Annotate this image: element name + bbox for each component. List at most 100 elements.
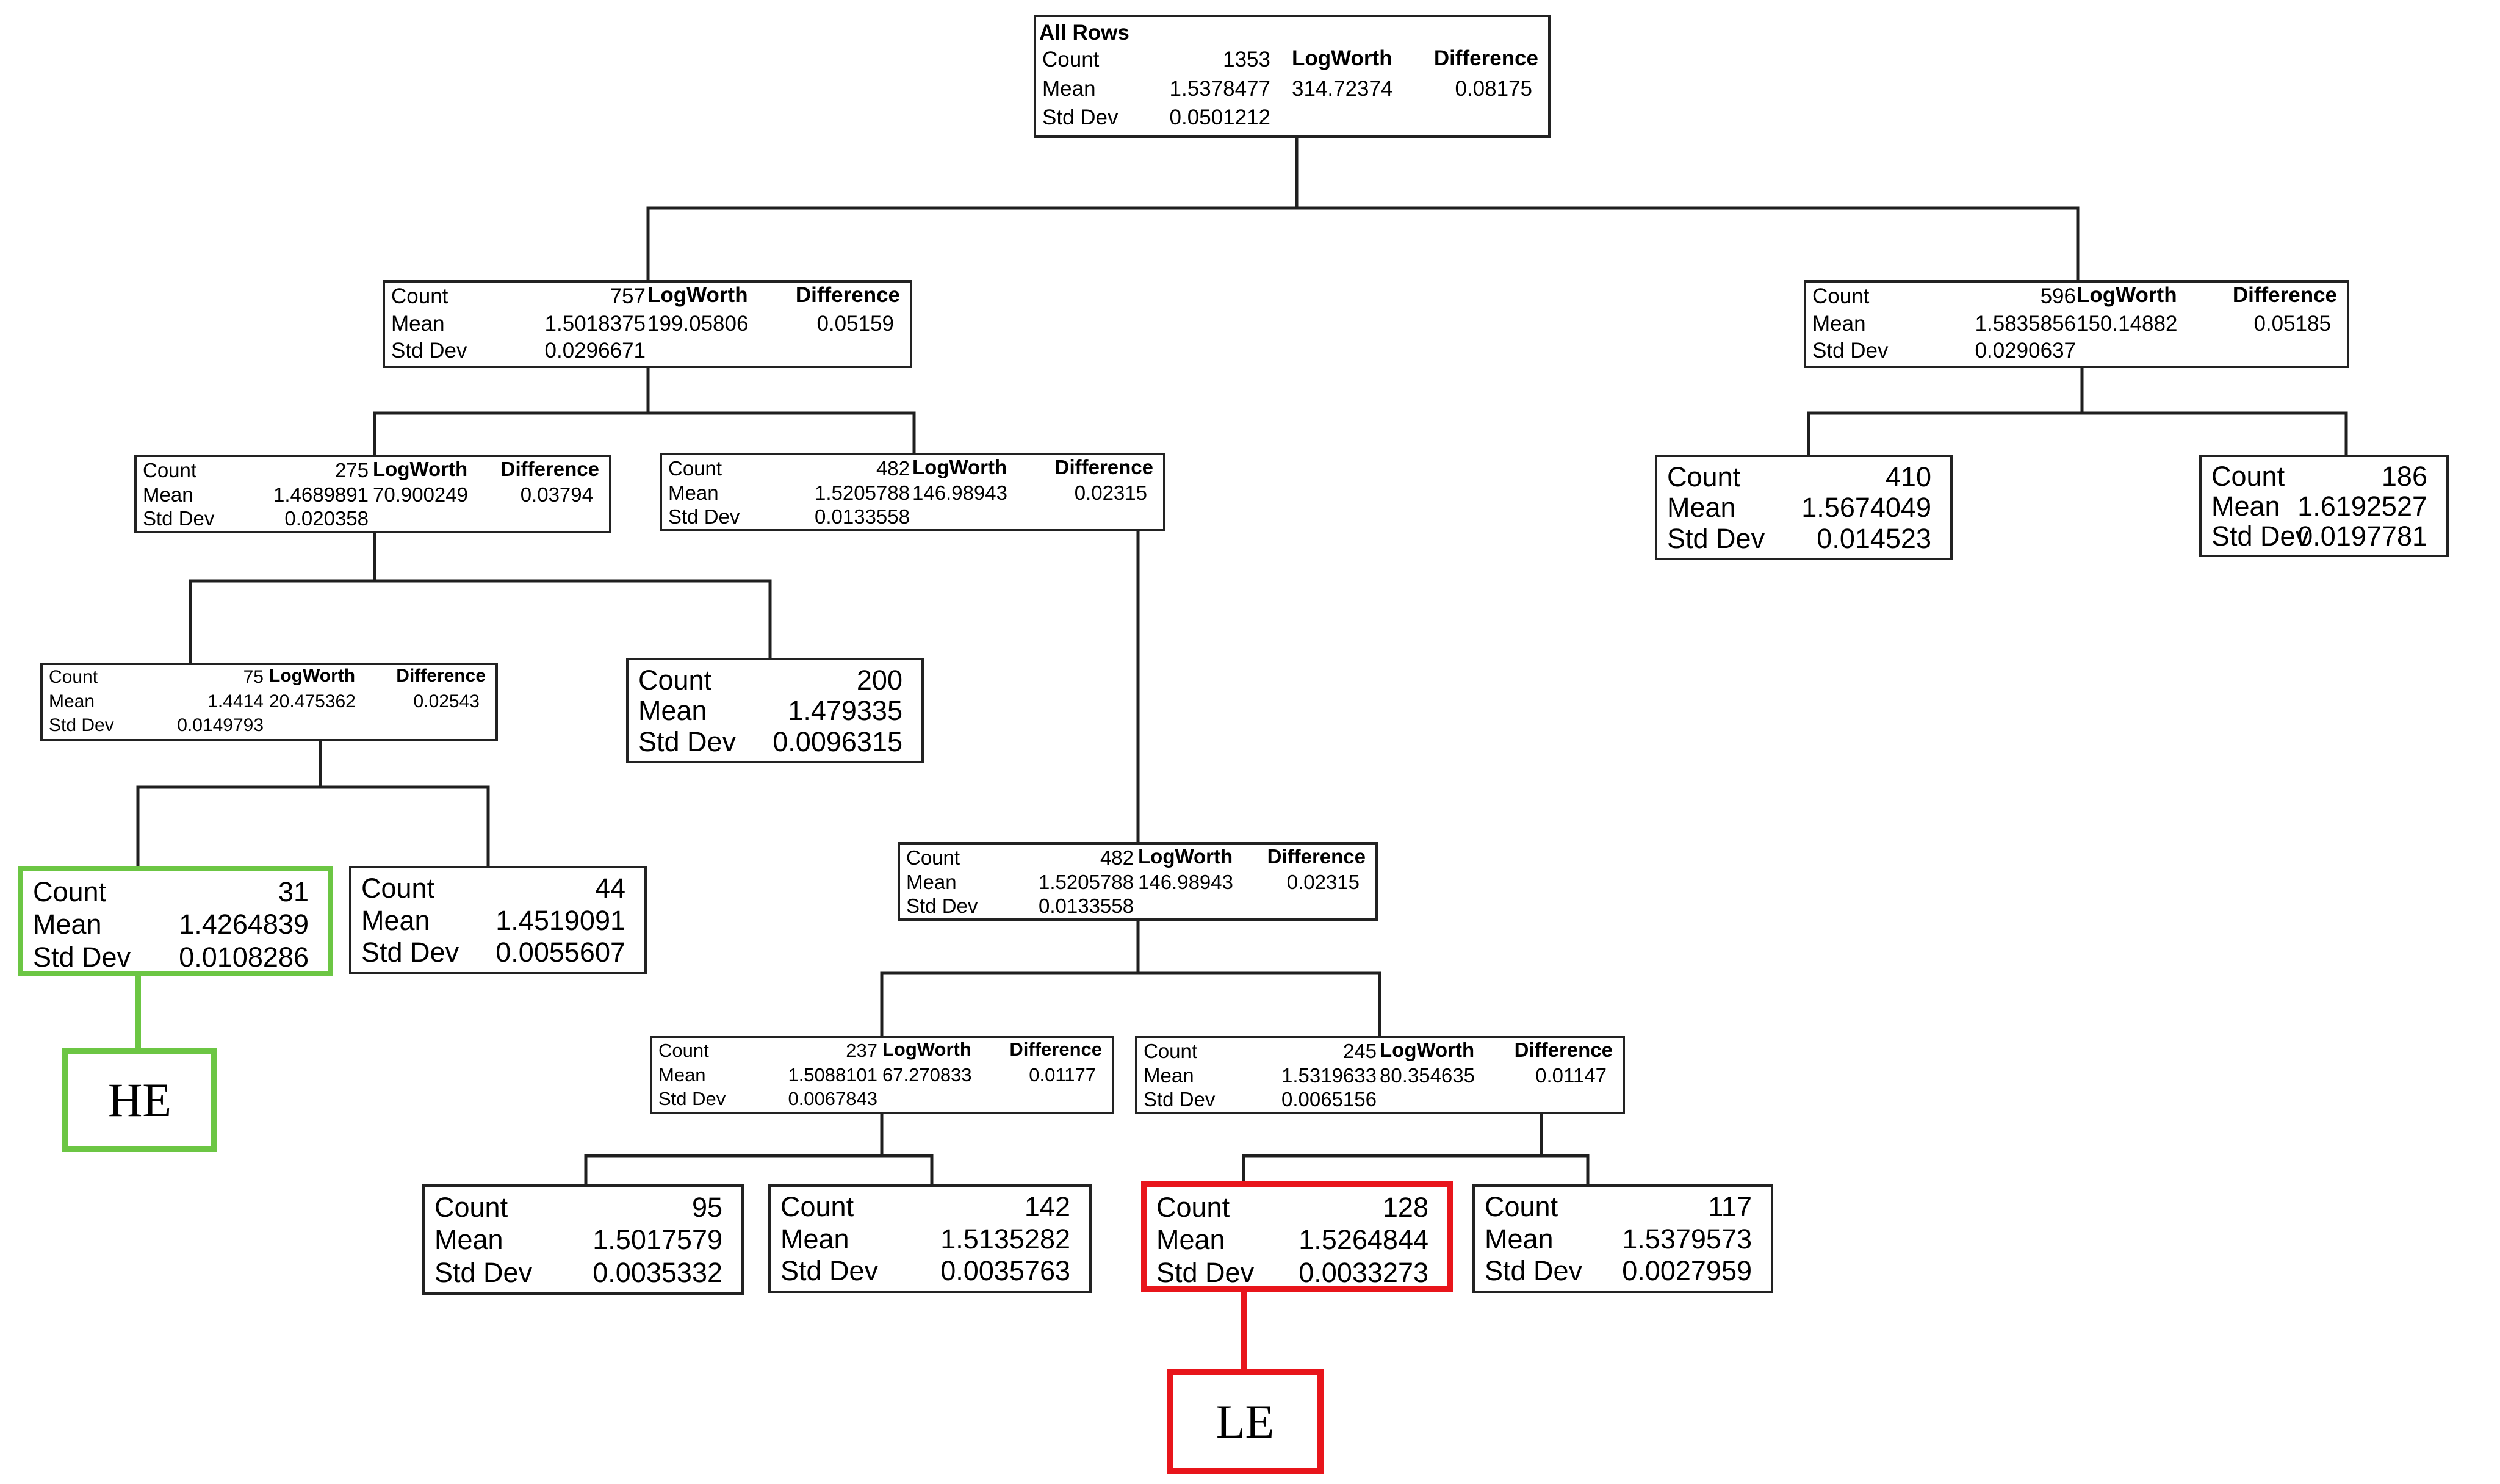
difference-value: 0.05185	[2253, 312, 2331, 336]
count-value: 75	[243, 667, 264, 687]
difference-value: 0.02315	[1074, 481, 1147, 504]
count-value: 596	[2040, 284, 2076, 308]
count-label: Count	[1812, 284, 1870, 308]
root-title: All Rows	[1039, 21, 1129, 45]
std-dev-value: 0.0055607	[495, 937, 625, 968]
mean-value: 1.5378477	[1169, 77, 1270, 101]
mean-label: Mean	[1042, 77, 1096, 101]
mean-label: Mean	[33, 909, 102, 940]
std-dev-label: Std Dev	[1667, 523, 1765, 554]
difference-header: Difference	[2232, 283, 2337, 307]
logworth-value: 70.900249	[373, 483, 468, 506]
count-label: Count	[638, 665, 712, 696]
mean-label: Mean	[1812, 312, 1866, 336]
mean-label: Mean	[143, 483, 193, 506]
logworth-value: 150.14882	[2077, 312, 2178, 336]
count-value: 95	[691, 1192, 722, 1223]
count-label: Count	[361, 873, 435, 904]
std-dev-label: Std Dev	[780, 1255, 879, 1286]
std-dev-label: Std Dev	[1042, 106, 1119, 129]
logworth-header: LogWorth	[647, 283, 748, 307]
logworth-value: 20.475362	[269, 691, 356, 711]
mean-value: 1.5205788	[1039, 871, 1134, 893]
mean-value: 1.479335	[788, 695, 902, 726]
logworth-header: LogWorth	[1380, 1039, 1475, 1061]
count-value: 117	[1708, 1191, 1752, 1222]
mean-value: 1.5319633	[1281, 1064, 1377, 1087]
mean-value: 1.5017579	[593, 1224, 722, 1255]
count-value: 275	[334, 459, 369, 481]
count-value: 44	[594, 873, 625, 904]
difference-value: 0.01147	[1535, 1064, 1607, 1087]
std-dev-label: Std Dev	[361, 937, 459, 968]
mean-label: Mean	[1144, 1064, 1194, 1087]
count-value: 237	[846, 1040, 877, 1061]
count-label: Count	[1156, 1192, 1230, 1223]
logworth-header: LogWorth	[1138, 845, 1233, 868]
std-dev-label: Std Dev	[143, 507, 215, 530]
count-value: 482	[876, 457, 910, 480]
std-dev-value: 0.0027959	[1622, 1255, 1752, 1286]
mean-value: 1.5135282	[940, 1223, 1070, 1255]
std-dev-label: Std Dev	[1812, 339, 1889, 362]
mean-label: Mean	[1667, 492, 1736, 523]
mean-label: Mean	[434, 1224, 503, 1255]
std-dev-value: 0.0149793	[177, 715, 264, 735]
count-value: 410	[1885, 461, 1931, 492]
mean-label: Mean	[906, 871, 957, 893]
count-label: Count	[434, 1192, 508, 1223]
std-dev-label: Std Dev	[668, 505, 740, 528]
difference-header: Difference	[1054, 456, 1153, 478]
mean-value: 1.5835856	[1975, 312, 2076, 336]
mean-value: 1.5379573	[1622, 1223, 1752, 1255]
difference-value: 0.08175	[1455, 77, 1532, 101]
std-dev-label: Std Dev	[33, 942, 131, 973]
std-dev-label: Std Dev	[1156, 1257, 1255, 1288]
difference-value: 0.02315	[1286, 871, 1360, 893]
mean-label: Mean	[668, 481, 719, 504]
difference-value: 0.01177	[1029, 1064, 1096, 1086]
mean-value: 1.5264844	[1299, 1224, 1428, 1255]
std-dev-value: 0.0290637	[1975, 339, 2076, 362]
logworth-value: 80.354635	[1380, 1064, 1475, 1087]
mean-value: 1.4519091	[495, 905, 625, 936]
logworth-value: 314.72374	[1292, 77, 1393, 101]
count-value: 128	[1382, 1192, 1428, 1223]
std-dev-value: 0.0096315	[773, 726, 902, 757]
count-label: Count	[49, 667, 98, 687]
count-label: Count	[1667, 461, 1741, 492]
logworth-header: LogWorth	[269, 666, 356, 686]
std-dev-label: Std Dev	[638, 726, 737, 757]
difference-header: Difference	[1267, 845, 1366, 868]
mean-label: Mean	[1485, 1223, 1554, 1255]
difference-value: 0.02543	[413, 691, 480, 711]
count-value: 31	[278, 876, 309, 907]
std-dev-value: 0.020358	[284, 507, 369, 530]
count-label: Count	[33, 876, 107, 907]
difference-header: Difference	[1009, 1039, 1102, 1060]
mean-value: 1.4264839	[179, 909, 309, 940]
mean-label: Mean	[1156, 1224, 1225, 1255]
mean-label: Mean	[361, 905, 430, 936]
mean-value: 1.5088101	[788, 1064, 877, 1086]
mean-value: 1.6192527	[2297, 491, 2427, 522]
mean-value: 1.5205788	[815, 481, 910, 504]
std-dev-label: Std Dev	[2211, 520, 2310, 552]
count-label: Count	[143, 459, 197, 481]
std-dev-label: Std Dev	[49, 715, 114, 735]
std-dev-value: 0.0197781	[2297, 520, 2427, 552]
difference-header: Difference	[1514, 1039, 1613, 1061]
mean-value: 1.4689891	[273, 483, 369, 506]
difference-value: 0.05159	[816, 312, 894, 336]
